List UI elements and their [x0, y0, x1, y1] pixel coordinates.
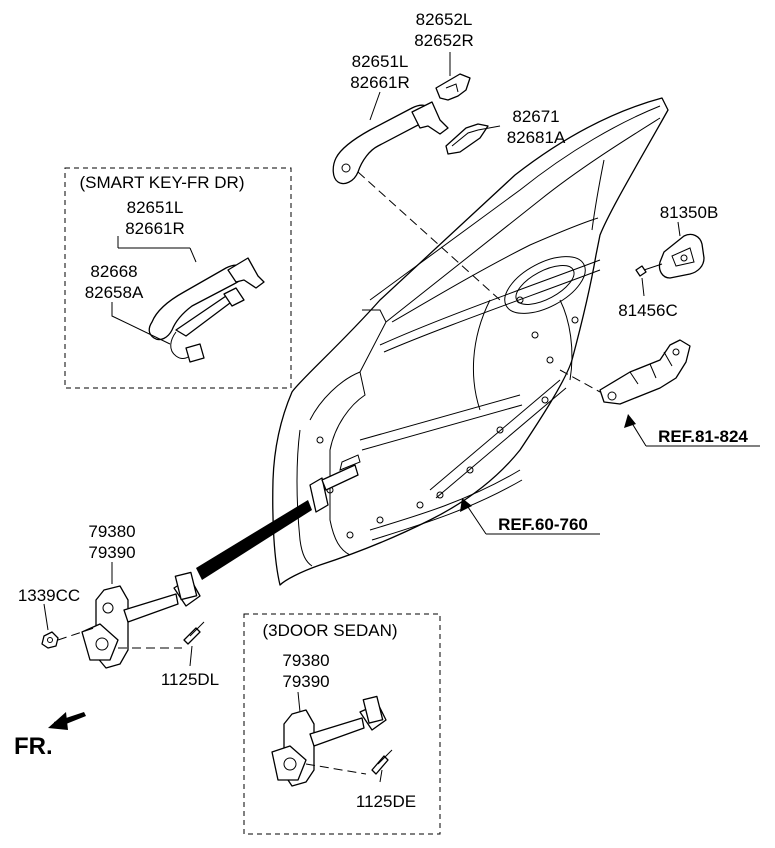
label-handle-pad-1: 82671: [512, 107, 559, 126]
label-nut: 1339CC: [18, 586, 80, 605]
label-handle-cover-2: 82652R: [414, 31, 474, 50]
label-sedan-bolt: 1125DE: [356, 792, 416, 811]
front-direction-marker: [48, 712, 86, 730]
label-checker-1: 79380: [88, 522, 135, 541]
striker-group: [635, 221, 705, 297]
label-smart-handle-1: 82651L: [127, 198, 184, 217]
label-smart-sensor-2: 82658A: [85, 283, 144, 302]
label-outside-handle-2: 82661R: [350, 73, 410, 92]
ref-latch: REF.81-824: [658, 427, 748, 446]
door-latch: [559, 339, 760, 447]
label-checker-2: 79390: [88, 543, 135, 562]
label-handle-pad-2: 82681A: [507, 128, 566, 147]
label-smart-handle-2: 82661R: [125, 219, 185, 238]
label-checker-bolt: 1125DL: [161, 670, 219, 689]
label-striker: 81350B: [660, 203, 719, 222]
label-striker-bolt: 81456C: [618, 301, 678, 320]
sedan-checker-box: [243, 613, 441, 835]
ref-door: REF.60-760: [498, 515, 588, 534]
label-outside-handle-1: 82651L: [352, 52, 409, 71]
label-sedan-checker-1: 79380: [282, 651, 329, 670]
smart-key-box-title: (SMART KEY-FR DR): [80, 173, 245, 192]
label-sedan-checker-2: 79390: [282, 672, 329, 691]
label-handle-cover-1: 82652L: [416, 10, 473, 29]
front-door-panel: [272, 97, 669, 586]
smart-key-box: [64, 167, 292, 389]
door-checker-group: [41, 500, 312, 669]
front-marker-label: FR.: [14, 733, 53, 760]
sedan-box-title: (3DOOR SEDAN): [262, 621, 397, 640]
ref-door-arrow: [460, 498, 600, 535]
part-labels: 82652L 82652R 82651L 82661R 82671 82681A…: [18, 10, 749, 811]
label-smart-sensor-1: 82668: [90, 262, 137, 281]
outside-handle-group: [332, 52, 501, 301]
